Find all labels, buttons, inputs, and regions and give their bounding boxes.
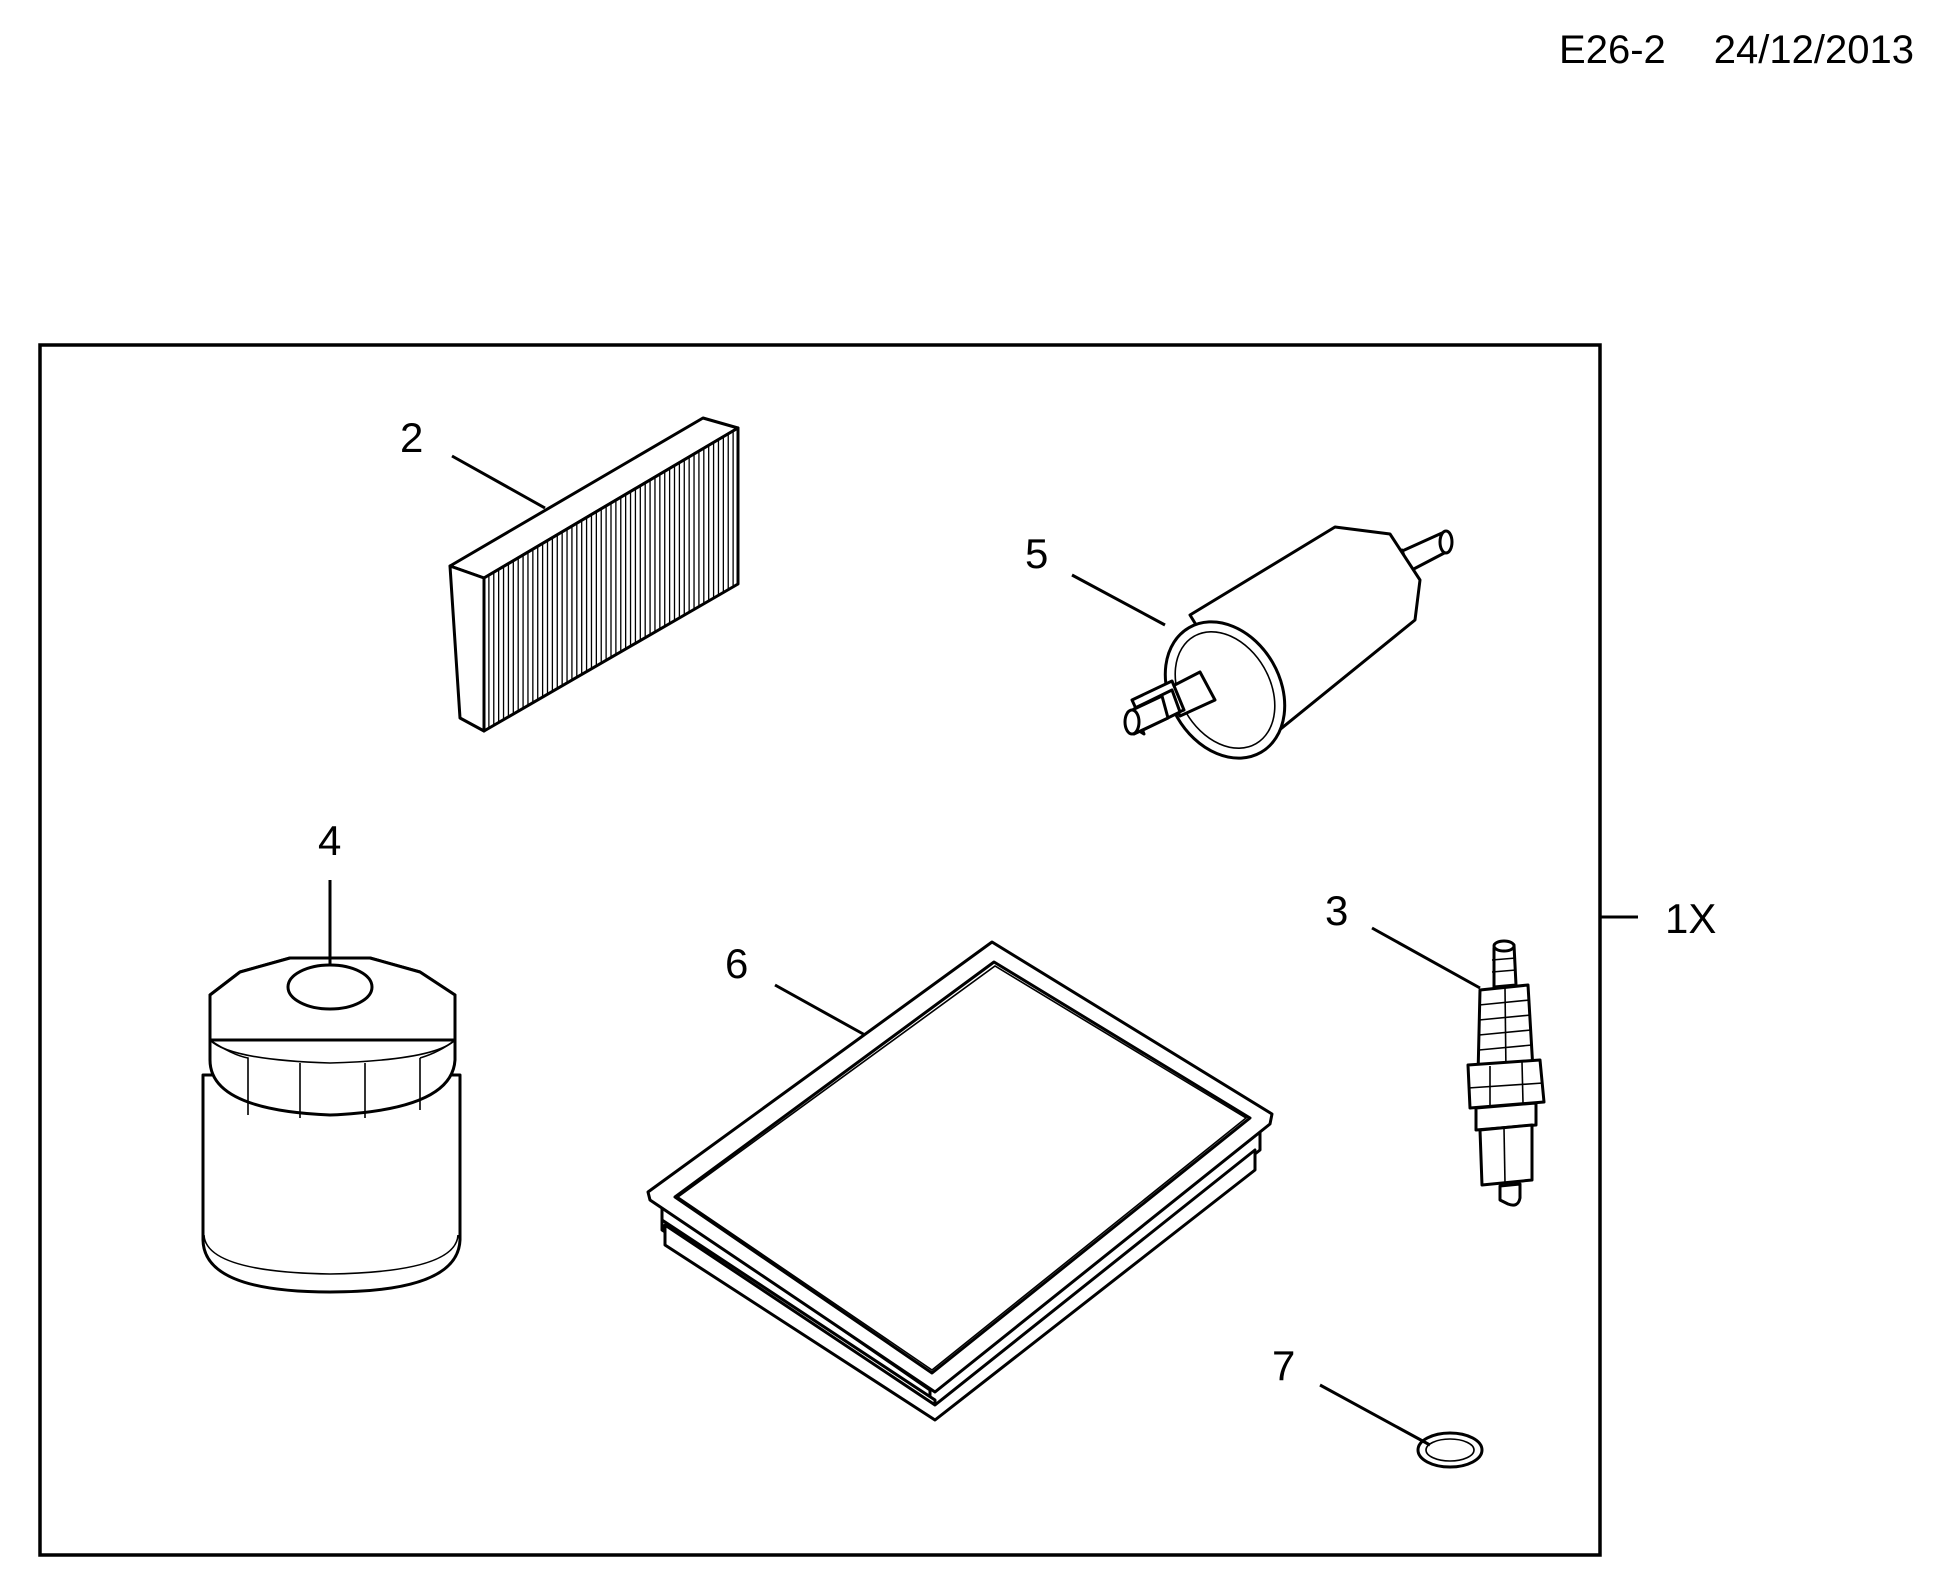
part-fuel-filter[interactable] [1123,525,1454,780]
leader-7 [1319,1383,1431,1447]
part-spark-plug[interactable] [1466,939,1546,1207]
diagram-code: E26-2 [1559,28,1666,72]
diagram-date: 24/12/2013 [1713,28,1914,72]
filter-pleats [488,430,734,729]
callout-2[interactable]: 2 [400,414,423,461]
part-oil-filter[interactable] [201,956,462,1294]
leader-2 [451,454,546,510]
part-seal-ring[interactable] [1416,1431,1484,1469]
callout-3[interactable]: 3 [1325,887,1348,934]
part-air-filter[interactable] [646,940,1274,1422]
kit-frame [38,343,1602,1557]
leader-5 [1071,573,1166,627]
callout-5[interactable]: 5 [1025,530,1048,577]
quantity-label: 1X [1665,895,1716,942]
leader-6 [774,983,866,1037]
leader-3 [1371,926,1481,990]
callout-6[interactable]: 6 [725,940,748,987]
callout-4[interactable]: 4 [318,817,341,864]
callout-7[interactable]: 7 [1272,1342,1295,1389]
part-cabin-filter[interactable] [448,416,740,733]
diagram-header: E26-2 24/12/2013 [1559,28,1914,73]
